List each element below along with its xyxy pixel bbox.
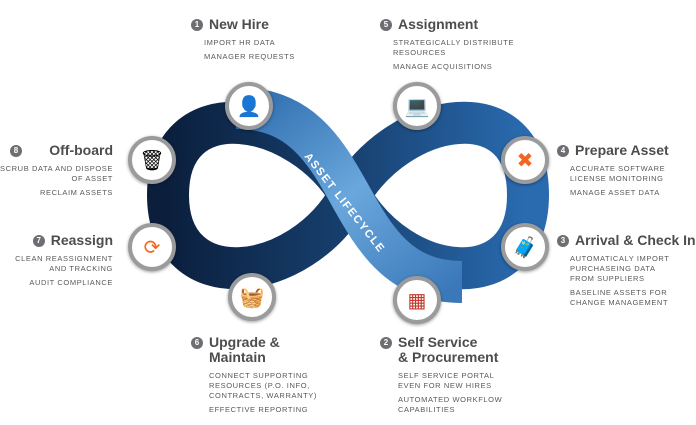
stage-assignment: 5 Assignment STRATEGICALLY DISTRIBUTE RES… (380, 17, 540, 72)
stage-line: EFFECTIVE REPORTING (209, 405, 309, 414)
stage-title: Arrival & Check In (575, 232, 696, 248)
stage-upgrade-maintain: 6 Upgrade & Maintain CONNECT SUPPORTING R… (191, 335, 341, 415)
stage-title: Prepare Asset (575, 142, 669, 158)
stage-title: New Hire (209, 16, 269, 32)
stage-reassign: 7 Reassign CLEAN REASSIGNMENT AND TRACKIN… (0, 233, 113, 288)
basket-icon: 🧺 (228, 273, 276, 321)
stage-line: CLEAN REASSIGNMENT AND TRACKING (15, 254, 113, 273)
stage-new-hire: 1 New Hire IMPORT HR DATA MANAGER REQUEST… (191, 17, 341, 62)
step-badge: 5 (380, 18, 392, 31)
laptop-icon: 💻 (393, 82, 441, 130)
step-badge: 4 (557, 144, 569, 157)
step-badge: 3 (557, 234, 569, 247)
stage-line: AUTOMATICALY IMPORT PURCHASEING DATA FRO… (570, 254, 670, 283)
step-badge: 2 (380, 336, 392, 349)
stage-line: CONNECT SUPPORTING RESOURCES (P.O. INFO,… (209, 371, 317, 400)
stage-line: STRATEGICALLY DISTRIBUTE RESOURCES (393, 38, 515, 57)
stage-title: Upgrade & (209, 334, 280, 350)
stage-title: Off-board (49, 142, 113, 158)
stage-line: RECLAIM ASSETS (39, 188, 113, 197)
stage-title: Self Service (398, 334, 478, 350)
stage-off-board: 8 Off-board SCRUB DATA AND DISPOSE OF ASS… (0, 143, 113, 198)
refresh-icon: ⟳ (128, 223, 176, 271)
calendar-icon: ▦ (393, 276, 441, 324)
stage-line: AUDIT COMPLIANCE (29, 278, 113, 287)
stage-line: ACCURATE SOFTWARE LICENSE MONITORING (570, 164, 666, 183)
step-badge: 6 (191, 336, 203, 349)
stage-line: AUTOMATED WORKFLOW CAPABILITIES (398, 395, 503, 414)
stage-line: IMPORT HR DATA (204, 38, 276, 47)
luggage-icon: 🧳 (501, 223, 549, 271)
stage-line: BASELINE ASSETS FOR CHANGE MANAGEMENT (570, 288, 669, 307)
step-badge: 1 (191, 18, 203, 31)
step-badge: 8 (10, 144, 22, 157)
step-badge: 7 (32, 234, 45, 247)
tools-icon: ✖ (501, 136, 549, 184)
stage-self-service-procurement: 2 Self Service & Procurement SELF SERVICE… (380, 335, 530, 415)
stage-prepare-asset: 4 Prepare Asset ACCURATE SOFTWARE LICENSE… (557, 143, 696, 198)
stage-line: MANAGE ACQUISITIONS (393, 62, 493, 71)
stage-line: SCRUB DATA AND DISPOSE OF ASSET (0, 164, 113, 183)
stage-line: MANAGER REQUESTS (204, 52, 295, 61)
trash-icon: 🗑 (128, 136, 176, 184)
stage-arrival-check-in: 3 Arrival & Check In AUTOMATICALY IMPORT … (557, 233, 696, 308)
stage-title-line2: Maintain (209, 349, 266, 365)
stage-line: MANAGE ASSET DATA (570, 188, 660, 197)
new-hire-icon: 👤 (225, 82, 273, 130)
lifecycle-ribbon (235, 87, 463, 303)
stage-title-line2: & Procurement (398, 349, 499, 365)
stage-title: Reassign (50, 232, 113, 248)
stage-title: Assignment (398, 16, 479, 32)
stage-line: SELF SERVICE PORTAL EVEN FOR NEW HIRES (398, 371, 495, 390)
